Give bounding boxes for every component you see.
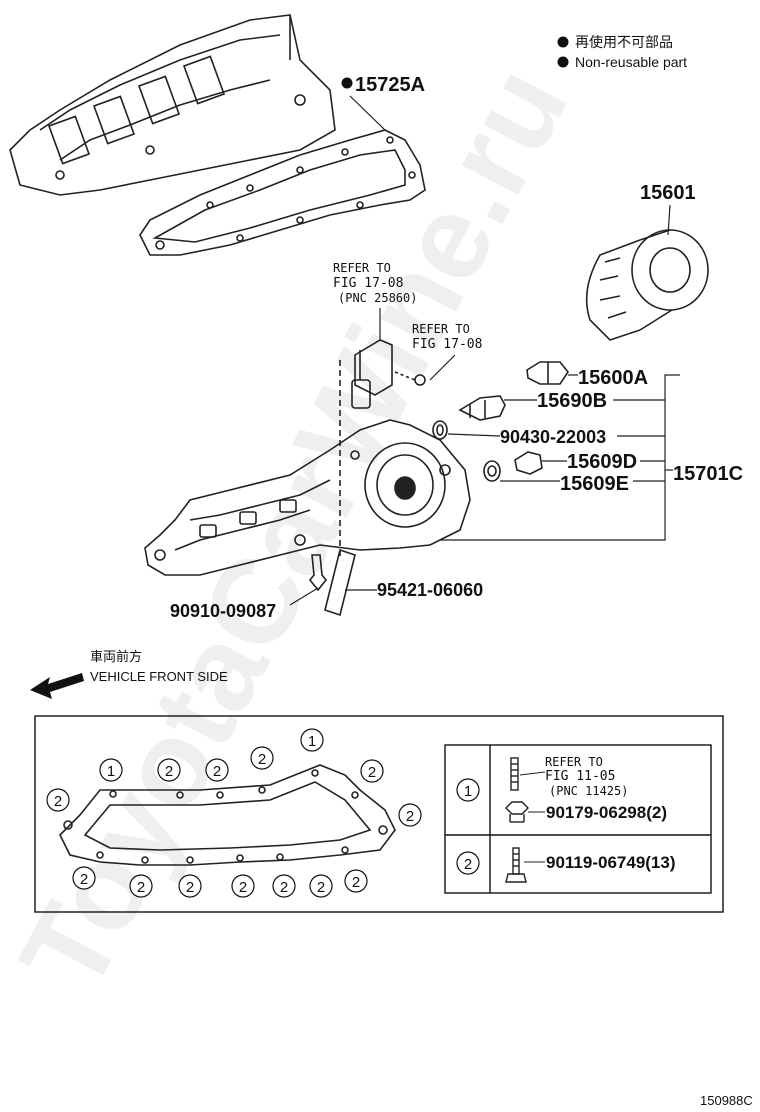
marker-2: 2 — [398, 803, 422, 827]
front-jp: 車両前方 — [90, 649, 142, 664]
svg-text:2: 2 — [165, 763, 173, 780]
front-en: VEHICLE FRONT SIDE — [90, 669, 228, 684]
svg-text:2: 2 — [280, 879, 288, 896]
oil-filter-drawing — [585, 229, 709, 341]
nut-icon — [505, 801, 529, 823]
marker-2: 2 — [129, 874, 153, 898]
marker-2: 2 — [72, 866, 96, 890]
front-arrow-icon — [30, 673, 84, 699]
table-row1-part[interactable]: 90179-06298(2) — [546, 803, 667, 822]
marker-1: 1 — [99, 758, 123, 782]
oil-cooler-housing-drawing — [144, 360, 471, 576]
svg-text:1: 1 — [308, 733, 316, 750]
part-90910-09087[interactable]: 90910-09087 — [170, 601, 276, 621]
gasket-drawing — [139, 129, 426, 256]
bolt-icon — [505, 847, 527, 883]
table-row1-mark-text: 1 — [464, 783, 472, 800]
part-15600A[interactable]: 15600A — [578, 367, 648, 389]
part-95421-06060[interactable]: 95421-06060 — [377, 580, 483, 600]
svg-text:2: 2 — [239, 879, 247, 896]
figure-code: 150988C — [700, 1093, 753, 1108]
marker-2: 2 — [309, 874, 333, 898]
legend-jp: 再使用不可部品 — [575, 34, 673, 50]
svg-text:2: 2 — [258, 751, 266, 768]
marker-2: 2 — [360, 759, 384, 783]
table-row2-part[interactable]: 90119-06749(13) — [546, 853, 676, 872]
refer2-line2: FIG 17-08 — [412, 337, 482, 352]
table-row1-refer2: FIG 11-05 — [545, 769, 615, 784]
part-15609E[interactable]: 15609E — [560, 473, 629, 495]
part-15725A[interactable]: 15725A — [355, 74, 425, 96]
marker-2: 2 — [178, 874, 202, 898]
bolt-layout-box — [34, 715, 724, 913]
refer1-line3: (PNC 25860) — [338, 291, 417, 305]
svg-text:2: 2 — [213, 763, 221, 780]
legend-en: Non-reusable part — [575, 54, 687, 70]
small-parts-drawing — [432, 361, 569, 482]
svg-text:2: 2 — [80, 871, 88, 888]
marker-2: 2 — [231, 874, 255, 898]
svg-text:2: 2 — [352, 874, 360, 891]
marker-2: 2 — [272, 874, 296, 898]
svg-text:2: 2 — [186, 879, 194, 896]
non-reusable-dot-icon — [341, 77, 353, 89]
legend-dot-icon — [557, 56, 569, 68]
part-15690B[interactable]: 15690B — [537, 390, 607, 412]
svg-text:1: 1 — [107, 763, 115, 780]
svg-text:2: 2 — [317, 879, 325, 896]
engine-block-drawing — [9, 14, 336, 196]
marker-1: 1 — [300, 728, 324, 752]
refer1-line1: REFER TO — [333, 261, 391, 275]
marker-2: 2 — [344, 869, 368, 893]
part-15701C[interactable]: 15701C — [673, 463, 743, 485]
refer1-line2: FIG 17-08 — [333, 276, 403, 291]
stud-pipe-drawing — [308, 548, 356, 617]
marker-2: 2 — [205, 758, 229, 782]
part-15609D[interactable]: 15609D — [567, 451, 637, 473]
leader-lines — [440, 374, 680, 541]
stud-bolt-icon — [510, 757, 519, 791]
marker-2: 2 — [250, 746, 274, 770]
sensor-drawing — [351, 339, 426, 409]
part-15601[interactable]: 15601 — [640, 182, 696, 204]
table-row1-refer1: REFER TO — [545, 755, 603, 769]
bolt-layout-gasket-drawing — [59, 764, 396, 866]
marker-2: 2 — [46, 788, 70, 812]
legend-dot-icon — [557, 36, 569, 48]
svg-text:2: 2 — [137, 879, 145, 896]
table-row2-mark-text: 2 — [464, 856, 472, 873]
marker-2: 2 — [157, 758, 181, 782]
part-90430-22003[interactable]: 90430-22003 — [500, 427, 606, 447]
svg-text:2: 2 — [406, 808, 414, 825]
svg-text:2: 2 — [368, 764, 376, 781]
table-row1-mark — [456, 778, 480, 802]
bolt-position-markers: 1 2 2 2 1 2 2 2 2 2 2 2 2 2 2 — [46, 728, 422, 898]
table-row2-mark — [456, 851, 480, 875]
svg-text:2: 2 — [54, 793, 62, 810]
refer2-line1: REFER TO — [412, 322, 470, 336]
table-row1-refer3: (PNC 11425) — [549, 784, 628, 798]
bolt-table: 1 2 REFER TO FIG 11-05 (PNC 11425) 90179… — [444, 744, 712, 894]
